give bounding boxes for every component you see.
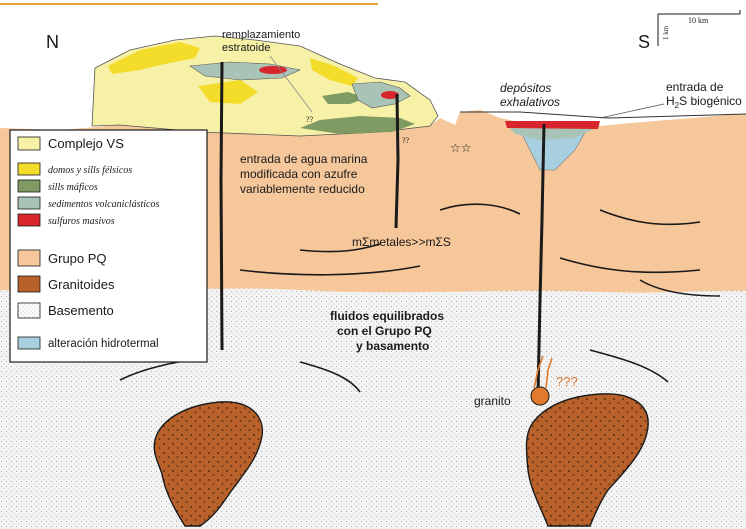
label-stars: ☆☆ bbox=[450, 141, 472, 155]
label-qmarks-1: ?? bbox=[306, 115, 314, 124]
label-depositos: depósitos bbox=[500, 81, 551, 95]
north-label: N bbox=[46, 32, 59, 52]
label-exhalativos: exhalativos bbox=[500, 95, 560, 109]
legend-label-volcaniclastic: sedimentos volcaniclásticos bbox=[48, 199, 159, 210]
legend-label-complejo-vs: Complejo VS bbox=[48, 136, 124, 151]
label-marina-1: entrada de agua marina bbox=[240, 152, 368, 166]
legend-swatch-basemento bbox=[18, 303, 40, 318]
legend-swatch-granitoides bbox=[18, 276, 40, 292]
label-h2s: H2S biogénico bbox=[666, 94, 742, 110]
legend-label-granitoides: Granitoides bbox=[48, 277, 115, 292]
label-marina-2: modificada con azufre bbox=[240, 167, 358, 181]
legend-label-sulfides: sulfuros masivos bbox=[48, 216, 115, 227]
legend-swatch-sulfides bbox=[18, 214, 40, 226]
label-qmarks-right: ??? bbox=[556, 374, 578, 389]
label-h2s-rest: S biogénico bbox=[679, 94, 742, 108]
legend-swatch-alteracion bbox=[18, 337, 40, 349]
legend-label-mafic: sills máficos bbox=[48, 182, 98, 193]
legend-swatch-volcaniclastic bbox=[18, 197, 40, 209]
legend-swatch-complejo-vs bbox=[18, 137, 40, 150]
legend-swatch-grupo-pq bbox=[18, 250, 40, 266]
legend: Complejo VS domos y sills félsicos sills… bbox=[10, 130, 207, 362]
leader-h2s bbox=[600, 104, 664, 118]
label-remplazamiento: remplazamiento bbox=[222, 29, 300, 41]
scale-horizontal-label: 10 km bbox=[688, 16, 709, 25]
fault-1 bbox=[221, 62, 222, 350]
legend-label-alteracion: alteración hidrotermal bbox=[48, 338, 159, 350]
legend-swatch-mafic bbox=[18, 180, 40, 192]
south-label: S bbox=[638, 32, 650, 52]
label-marina-3: variablemente reducido bbox=[240, 182, 365, 196]
granite-cupola bbox=[531, 387, 549, 405]
label-qmarks-2: ?? bbox=[402, 136, 410, 145]
label-fluidos-2: con el Grupo PQ bbox=[337, 324, 432, 338]
legend-swatch-felsic bbox=[18, 163, 40, 175]
legend-label-grupo-pq: Grupo PQ bbox=[48, 251, 107, 266]
label-estratoide: estratoide bbox=[222, 42, 270, 54]
exhalative-sulfide bbox=[505, 121, 600, 129]
legend-label-basemento: Basemento bbox=[48, 303, 114, 318]
label-fluidos-3: y basamento bbox=[356, 339, 429, 353]
label-fluidos-1: fluidos equilibrados bbox=[330, 309, 444, 323]
legend-label-felsic: domos y sills félsicos bbox=[48, 165, 132, 176]
label-metales: mΣmetales>>mΣS bbox=[352, 235, 451, 249]
label-granito: granito bbox=[474, 394, 511, 408]
label-h2s-h: H bbox=[666, 94, 675, 108]
label-entrada-de: entrada de bbox=[666, 80, 724, 94]
scale-vertical-label: 1 km bbox=[662, 25, 670, 40]
